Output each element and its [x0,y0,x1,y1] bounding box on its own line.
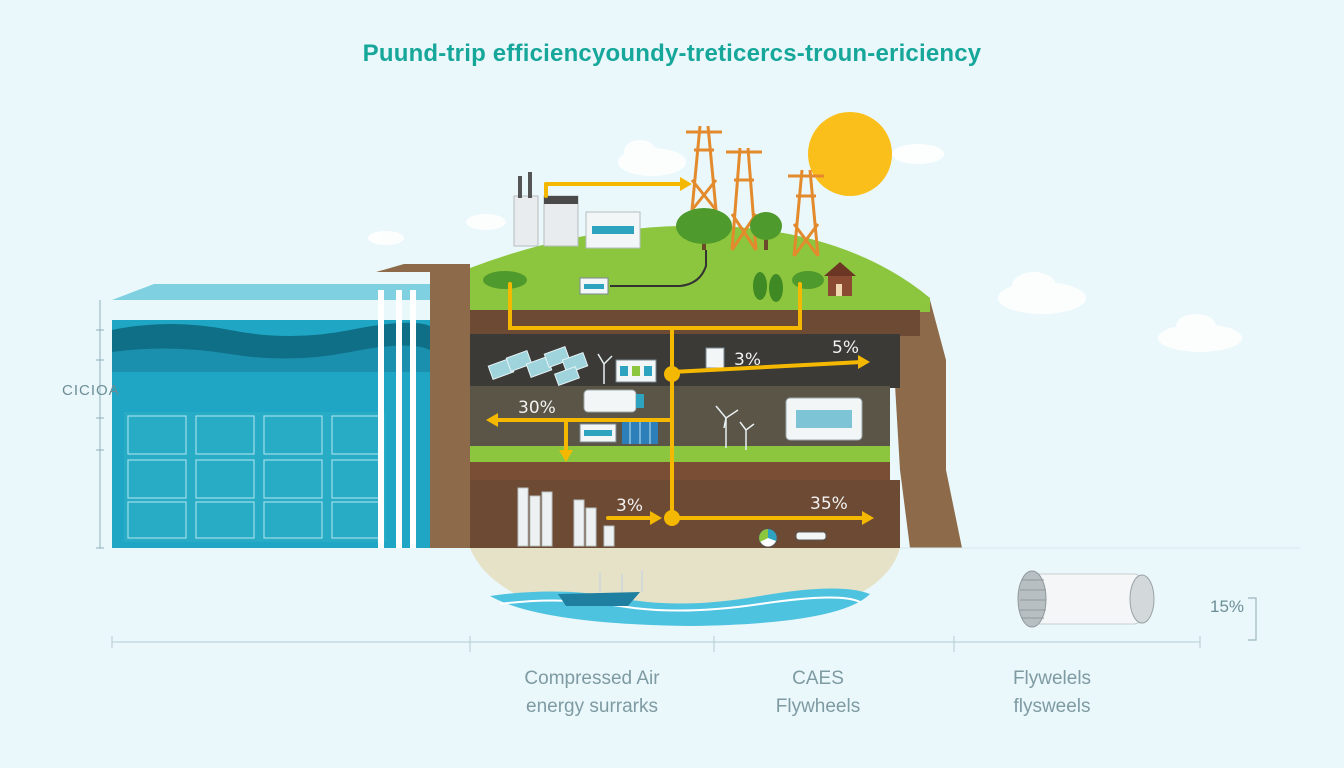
caption-line-2: flysweels [1013,696,1091,717]
junction-nodes [664,366,680,526]
left-axis [96,300,104,549]
bottom-axis [111,547,1300,652]
caption-line-1: CAES [792,668,844,689]
page-title: Puund-trip efficiencyoundy-treticercs-tr… [362,40,982,67]
solar-panel-icon [487,346,589,387]
caption-line-1: Compressed Air [524,668,660,689]
caption-line-2: Flywheels [775,696,861,717]
factory-icon [513,172,641,249]
axis-label: CICIOA [62,382,120,399]
percent-label-flywheel: 15% [1210,597,1245,616]
battery-icon [579,277,609,295]
caption-caes: CAES Flywheels [728,665,908,721]
cable-line [610,250,707,287]
caption-compressed-air: Compressed Air energy surrarks [482,665,702,721]
battery-icon [579,397,863,444]
wind-turbine-icon [597,353,755,450]
caption-line-2: energy surrarks [526,696,658,717]
percent-label-lower-right: 35% [810,494,848,514]
percent-label-mid-left: 30% [518,398,556,418]
storage-columns [517,487,615,547]
percent-label-upper-right: 5% [832,338,859,358]
boat-icon [558,570,643,606]
cloud-icon [368,140,1242,352]
energy-flow-arrows [492,182,864,520]
power-tower-icon [686,125,824,257]
water-reservoir [112,284,430,548]
percent-label-lower-mid: 3% [616,496,643,516]
gauge-icon [758,528,827,548]
bracket-line [1248,597,1257,641]
sun-icon [808,112,892,196]
flywheel-icon [1017,570,1155,628]
caption-line-1: Flywelels [1012,668,1092,689]
caption-flywheels: Flywelels flysweels [962,665,1142,721]
battery-icon [615,347,725,383]
house-icon [824,262,856,296]
arrow-heads [486,177,874,525]
tree-icon [483,208,824,302]
flywheel-icon [583,389,644,413]
percent-label-upper-mid: 3% [734,350,761,370]
